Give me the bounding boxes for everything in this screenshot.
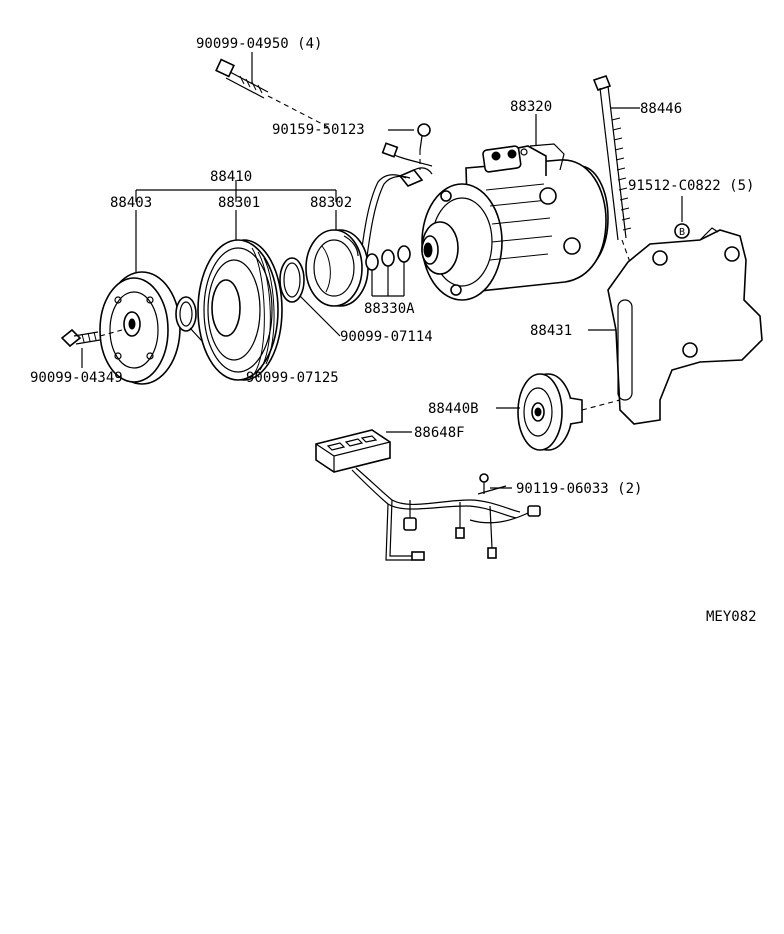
label-90159-50123: 90159-50123 <box>272 122 365 138</box>
relay-88648f <box>315 429 412 473</box>
label-90119-06033: 90119-06033 (2) <box>516 481 642 497</box>
label-90099-04349: 90099-04349 <box>30 370 123 386</box>
compressor-88320 <box>421 114 609 301</box>
label-90099-07125: 90099-07125 <box>246 370 339 386</box>
pulley-88301 <box>197 210 283 381</box>
bolt-88446 <box>592 75 641 291</box>
label-88403: 88403 <box>110 195 152 211</box>
label-88330a: 88330A <box>364 301 415 317</box>
label-88431: 88431 <box>530 323 572 339</box>
label-91512-c0822: 91512-C0822 (5) <box>628 178 754 194</box>
label-mey082: MEY082 <box>706 609 757 625</box>
screw-90159-50123 <box>388 123 431 170</box>
label-88446: 88446 <box>640 101 682 117</box>
clutch-wire <box>359 142 433 265</box>
label-90099-04950: 90099-04950 (4) <box>196 36 322 52</box>
b-marker: B <box>679 227 685 238</box>
label-88302: 88302 <box>310 195 352 211</box>
field-coil-88302 <box>305 210 369 307</box>
nut-91512-c0822: B <box>674 196 690 239</box>
bolt-90099-04950 <box>215 52 331 129</box>
snap-ring-90099-07114 <box>279 257 341 337</box>
label-90099-07114: 90099-07114 <box>340 329 433 345</box>
shims-88330a <box>365 245 411 297</box>
idler-pulley-88440b <box>496 373 621 451</box>
screw-90119-06033 <box>479 473 512 494</box>
label-88440b: 88440B <box>428 401 479 417</box>
bracket-88431 <box>588 227 763 425</box>
bolt-90099-04349 <box>60 328 123 368</box>
label-88301: 88301 <box>218 195 260 211</box>
label-88648f: 88648F <box>414 425 465 441</box>
label-88320: 88320 <box>510 99 552 115</box>
clutch-hub-88403 <box>99 210 181 385</box>
wire-harness <box>351 467 541 561</box>
group-bracket-88410 <box>135 180 337 202</box>
label-88410: 88410 <box>210 169 252 185</box>
